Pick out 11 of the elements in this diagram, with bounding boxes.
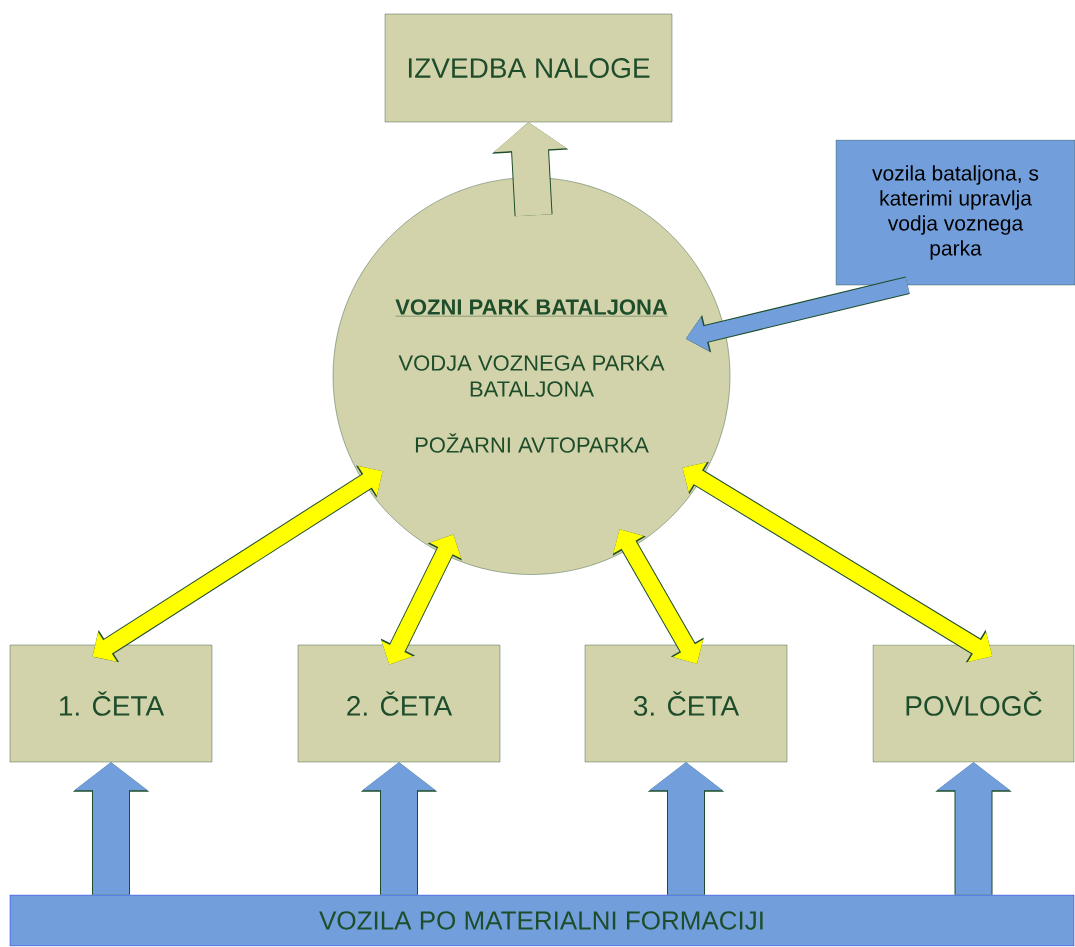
vehicle-bar: VOZILA PO MATERIALNI FORMACIJI — [9, 894, 1075, 947]
label: VODJA VOZNEGA PARKA BATALJONA — [398, 355, 665, 397]
heading: VOZNI PARK BATALJONA — [395, 299, 668, 317]
block-arrow — [612, 529, 704, 664]
company-box: 1. ČETA — [9, 644, 213, 763]
note-box: vozila bataljona, s katerimi upravlja vodja voznega parka — [835, 139, 1075, 286]
company-box: 2. ČETA — [297, 644, 501, 763]
unit-circle — [332, 177, 731, 575]
label: POŽARNI AVTOPARKA — [415, 433, 649, 453]
company-box: POVLOGČ — [872, 644, 1075, 763]
company-box: 3. ČETA — [584, 644, 788, 763]
